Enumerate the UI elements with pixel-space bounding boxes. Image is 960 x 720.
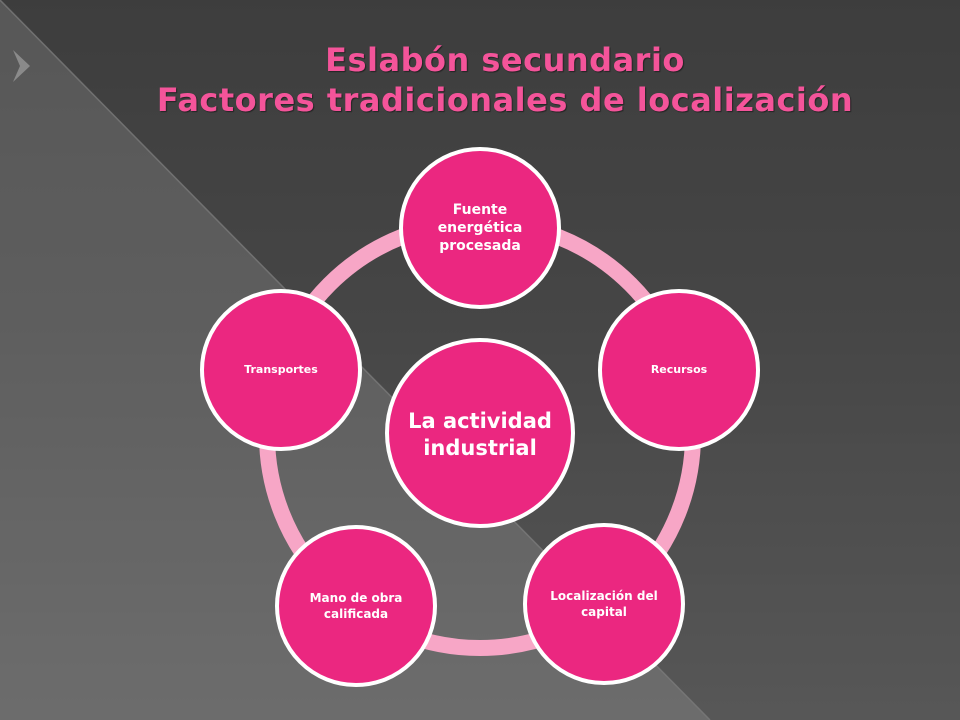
node-circle-localizacion-capital: [523, 523, 685, 685]
center-label: La actividad industrial: [408, 409, 552, 460]
node-label-transportes: Transportes: [244, 363, 318, 376]
slide-title: Eslabón secundario Factores tradicionale…: [130, 40, 880, 120]
node-label-localizacion-capital: Localización del capital: [550, 589, 658, 619]
node-circle-transportes: [200, 289, 362, 451]
node-circle-recursos: [598, 289, 760, 451]
node-label-fuente-energetica: Fuente energética procesada: [437, 202, 523, 254]
node-label-mano-de-obra: Mano de obra calificada: [309, 591, 403, 621]
node-circle-fuente-energetica: [399, 147, 561, 309]
center-circle: [385, 338, 575, 528]
corner-arrow-icon: [13, 50, 30, 82]
title-line-2: Factores tradicionales de localización: [156, 81, 854, 119]
node-circle-mano-de-obra: [275, 525, 437, 687]
node-label-recursos: Recursos: [650, 363, 708, 376]
title-line-1: Eslabón secundario: [325, 41, 685, 79]
